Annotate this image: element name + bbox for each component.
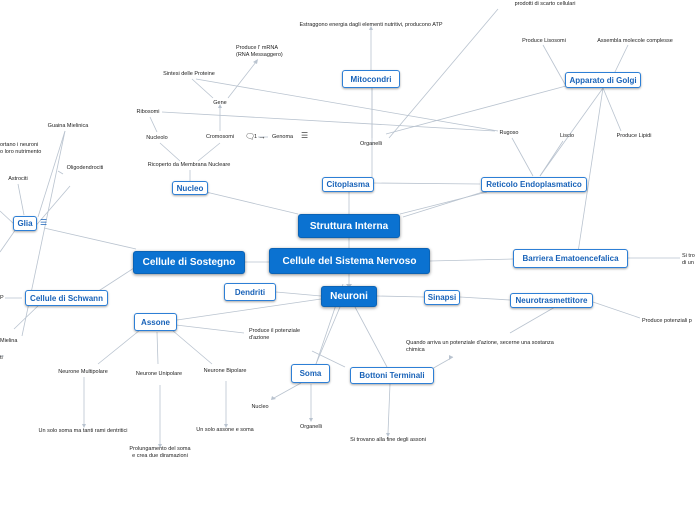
topic-neuroni[interactable]: Neuroni [321, 286, 377, 307]
subtopic-mitocondri[interactable]: Mitocondri [342, 70, 400, 88]
label-bipolare-desc: Un solo assone e soma [196, 427, 254, 433]
subtopic-citoplasma[interactable]: Citoplasma [322, 177, 374, 192]
label-line: Prolungamento del soma [129, 446, 191, 452]
label-liscio: Liscio [559, 133, 575, 139]
label-neurone-multipolare: Neurone Multipolare [58, 369, 108, 375]
subtopic-barriera-ematoencefalica[interactable]: Barriera Ematoencefalica [513, 249, 628, 268]
label-mielina-cut: Mielina [0, 338, 18, 344]
label-sintesi-proteine: Sintesi delle Proteine [163, 71, 215, 77]
subtopic-nucleo[interactable]: Nucleo [172, 181, 208, 195]
topic-struttura-interna[interactable]: Struttura Interna [298, 214, 400, 238]
subtopic-reticolo-endoplasmatico[interactable]: Reticolo Endoplasmatico [481, 177, 587, 192]
subtopic-assone[interactable]: Assone [134, 313, 177, 331]
label-produce-lipidi: Produce Lipidi [616, 133, 652, 139]
subtopic-bottoni-terminali[interactable]: Bottoni Terminali [350, 367, 434, 384]
label-line: e crea due diramazioni [132, 452, 188, 459]
label-line: Produce l' mRNA [236, 45, 279, 51]
subtopic-cellule-di-schwann[interactable]: Cellule di Schwann [25, 290, 108, 306]
label-assembla-molecole: Assembla molecole complesse [597, 38, 673, 44]
label-guaina-mielinica: Guaina Mielinica [47, 123, 89, 129]
label-produce-mrna: Produce l' mRNA(RNA Messaggero) [236, 45, 283, 59]
label-oligodendrociti: Oligodendrociti [66, 165, 104, 171]
label-line: Quando arriva un potenziale d'azione, se… [406, 340, 554, 346]
subtopic-dendriti[interactable]: Dendriti [224, 283, 276, 301]
label-neurone-bipolare: Neurone Bipolare [203, 368, 247, 374]
label-soma-organelli: Organelli [299, 424, 323, 430]
label-line: d'azione [249, 334, 270, 341]
label-membrana-nucleare: Ricoperto da Membrana Nucleare [147, 162, 231, 168]
label-multipolare-desc: Un solo soma ma tanti rami dentritici [38, 428, 128, 434]
subtopic-glia[interactable]: Glia [13, 216, 37, 231]
label-genoma: Genoma [272, 134, 294, 140]
label-line: chimica [406, 346, 425, 353]
subtopic-sinapsi[interactable]: Sinapsi [424, 290, 460, 305]
subtopic-neurotrasmettitore[interactable]: Neurotrasmettitore [510, 293, 593, 308]
label-prodotti-scarto: prodotti di scarto cellulari [514, 1, 576, 7]
label-line: di un [682, 259, 694, 266]
label-cromosomi: Cromosomi [205, 134, 235, 140]
subtopic-soma[interactable]: Soma [291, 364, 330, 383]
label-estraggono-energia: Estraggono energia dagli elementi nutrit… [299, 22, 443, 28]
label-ribosomi: Ribosomi [136, 109, 160, 115]
label-line: Si tro [682, 253, 695, 259]
notes-icon[interactable]: ☰ [40, 218, 48, 227]
label-p-cut: P [0, 295, 4, 301]
label-quando-arriva: Quando arriva un potenziale d'azione, se… [406, 340, 554, 354]
label-ti-cut: ti [0, 355, 3, 361]
connector-arrow-icon: → [258, 132, 266, 141]
label-produce-potenziali: Produce potenziali p [642, 318, 692, 324]
topic-cellule-di-sostegno[interactable]: Cellule di Sostegno [133, 251, 245, 274]
label-astrociti: Astrociti [8, 176, 28, 182]
label-produce-lisosomi: Produce Lisosomi [522, 38, 566, 44]
label-organelli: Organelli [359, 141, 383, 147]
label-line: (RNA Messaggero) [236, 51, 283, 58]
subtopic-apparato-di-golgi[interactable]: Apparato di Golgi [565, 72, 641, 88]
label-nucleolo: Nucleolo [146, 135, 168, 141]
label-rugoso: Rugoso [499, 130, 519, 136]
label-comment-count: 1 [254, 134, 258, 140]
label-line: o loro nutrimento [0, 148, 42, 155]
label-bottoni-desc: Si trovano alla fine degli assoni [350, 437, 426, 443]
comment-icon[interactable]: 🗨 [245, 132, 256, 141]
label-soma-nucleo: Nucleo [251, 404, 269, 410]
notes-icon[interactable]: ☰ [301, 131, 309, 140]
label-line: ortano i neuroni [0, 142, 39, 148]
label-gene: Gene [213, 100, 227, 106]
label-neurone-unipolare: Neurone Unipolare [135, 371, 183, 377]
label-line: Produce il potenziale [249, 328, 301, 334]
central-topic[interactable]: Cellule del Sistema Nervoso [269, 248, 430, 274]
